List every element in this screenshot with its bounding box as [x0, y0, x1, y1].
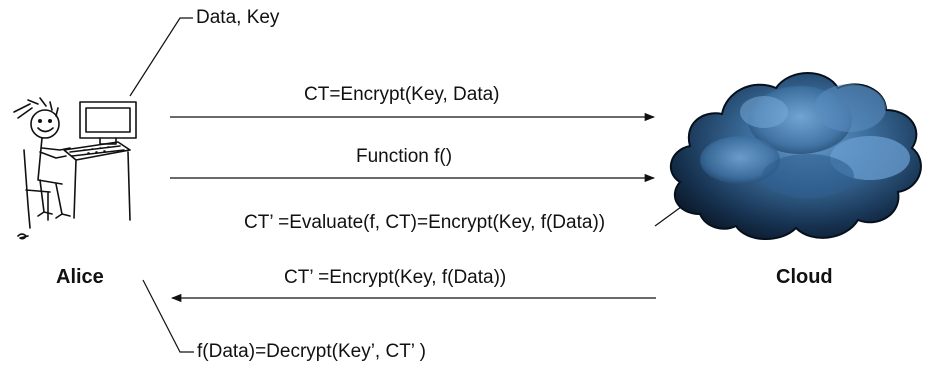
- alice-label: Alice: [56, 266, 104, 288]
- cloud-label: Cloud: [776, 266, 833, 288]
- evaluate-leader-line: [654, 206, 682, 227]
- bottom-leader-line: [142, 279, 194, 353]
- cloud-icon: [669, 72, 922, 241]
- person-at-computer-icon: [13, 97, 137, 240]
- arrow-function-label: Function f(): [356, 146, 453, 167]
- arrow-encrypt-label: CT=Encrypt(Key, Data): [304, 84, 500, 105]
- top-leader-line: [129, 17, 193, 97]
- top-note: Data, Key: [196, 7, 280, 28]
- evaluate-label: CT’ =Evaluate(f, CT)=Encrypt(Key, f(Data…: [244, 212, 606, 233]
- bottom-note: f(Data)=Decrypt(Key’, CT’ ): [197, 341, 426, 362]
- arrow-return-label: CT’ =Encrypt(Key, f(Data)): [284, 267, 507, 288]
